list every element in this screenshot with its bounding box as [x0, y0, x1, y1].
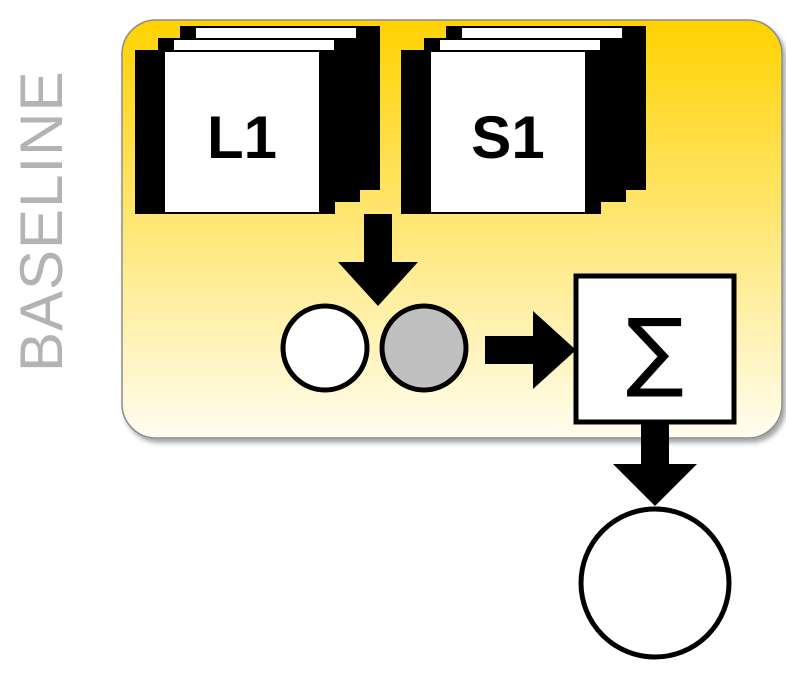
baseline-side-label: BASELINE	[8, 71, 75, 372]
output-node	[578, 506, 732, 660]
down-arrow-to-output	[613, 422, 697, 506]
right-arrow-to-sum	[485, 311, 576, 389]
sum-symbol: ∑	[626, 301, 684, 401]
down-arrow-to-nodes	[338, 214, 418, 306]
stack-s1-label: S1	[471, 104, 544, 171]
stack-s1: S1	[401, 26, 646, 214]
node-white	[280, 303, 370, 393]
stack-l1-label: L1	[207, 104, 277, 171]
sum-box	[573, 273, 737, 425]
stack-s1-card	[431, 52, 585, 212]
node-gray	[379, 303, 469, 393]
stack-l1: L1	[135, 26, 380, 214]
stack-l1-card	[165, 52, 319, 212]
